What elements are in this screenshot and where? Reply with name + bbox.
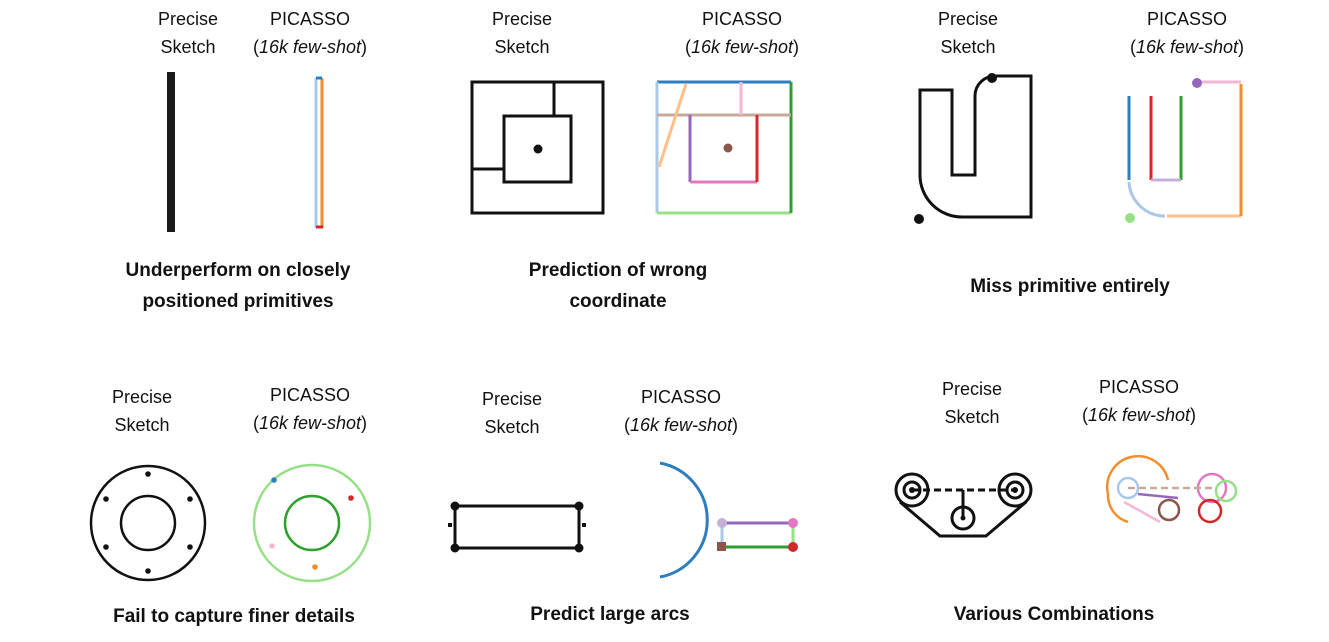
panel6-precise-sketch-label: Precise Sketch bbox=[941, 379, 1003, 427]
panel4-picasso-label: PICASSO (16k few-shot) bbox=[252, 385, 368, 433]
caption-miss-primitive: Miss primitive entirely bbox=[970, 276, 1170, 297]
panel3-picasso-sketch bbox=[1125, 78, 1243, 223]
panel2-picasso-label: PICASSO (16k few-shot) bbox=[684, 9, 800, 57]
panel1-picasso-label: PICASSO (16k few-shot) bbox=[252, 9, 368, 57]
caption-wrong-coordinate: Prediction of wrong coordinate bbox=[528, 260, 708, 312]
panel2-picasso-sketch bbox=[655, 80, 793, 215]
panel2-precise-sketch-label: Precise Sketch bbox=[491, 9, 553, 57]
panel1-precise-sketch-label: Precise Sketch bbox=[157, 9, 219, 57]
panel5-precise-sketch bbox=[448, 501, 586, 553]
caption-finer-details: Fail to capture finer details bbox=[113, 606, 355, 627]
panel5-picasso-label: PICASSO (16k few-shot) bbox=[623, 387, 739, 435]
panel4-picasso-sketch bbox=[252, 463, 372, 583]
panel6-picasso-label: PICASSO (16k few-shot) bbox=[1081, 377, 1197, 425]
panel1-picasso-sketch bbox=[314, 76, 324, 229]
panel3-precise-sketch bbox=[914, 73, 1033, 224]
panel4-precise-sketch-label: Precise Sketch bbox=[111, 387, 173, 435]
panel5-picasso-sketch bbox=[659, 461, 798, 579]
panel6-picasso-sketch bbox=[1106, 454, 1238, 524]
panel5-precise-sketch-label: Precise Sketch bbox=[481, 389, 543, 437]
panel2-precise-sketch bbox=[470, 80, 605, 215]
caption-large-arcs: Predict large arcs bbox=[530, 604, 690, 625]
caption-closely-positioned: Underperform on closely positioned primi… bbox=[125, 260, 351, 312]
panel3-precise-sketch-label: Precise Sketch bbox=[937, 9, 999, 57]
caption-various-combinations: Various Combinations bbox=[953, 604, 1155, 625]
panel4-precise-sketch bbox=[89, 464, 207, 582]
panel1-precise-sketch bbox=[167, 72, 175, 232]
panel6-precise-sketch bbox=[894, 472, 1033, 538]
panel3-picasso-label: PICASSO (16k few-shot) bbox=[1129, 9, 1245, 57]
